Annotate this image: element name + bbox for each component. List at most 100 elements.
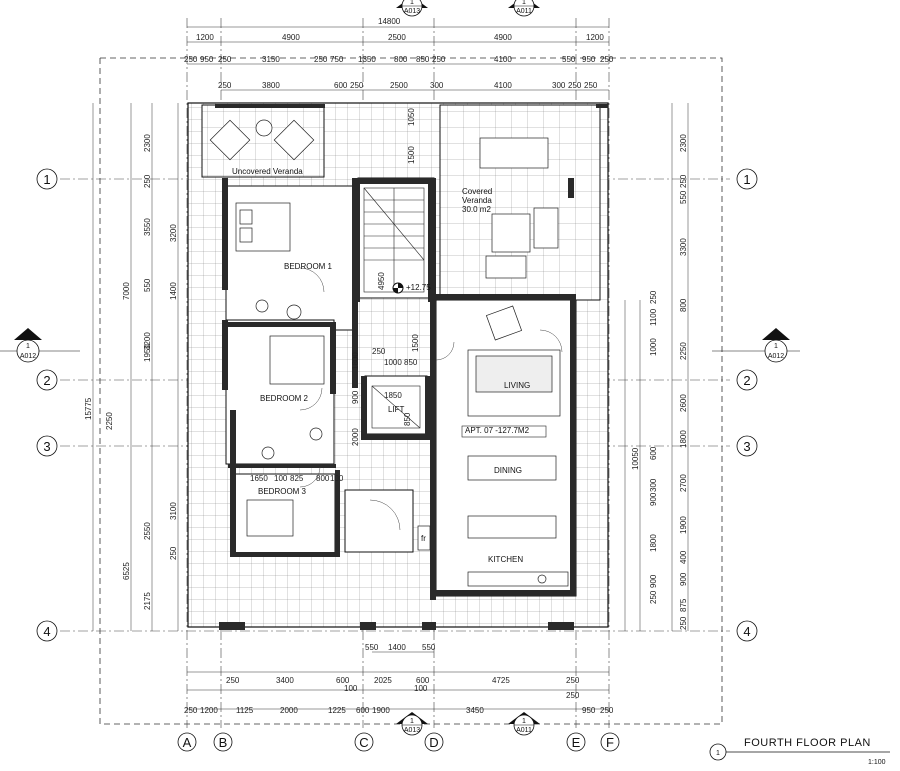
dim-overall-top: 14800 [378,17,401,26]
dim-right-i8: 250 [649,590,658,604]
grid-label-3-left: 3 [43,439,50,454]
dim-stair-2: 1500 [407,146,416,164]
section-marker-left: 1 A012 [0,328,80,363]
dim-right-o3: 3300 [679,238,688,256]
dim-top3-6: 4100 [494,81,512,90]
label-kitchen: KITCHEN [488,555,523,564]
dim-top2-12: 950 [582,55,596,64]
grid-bubble-E: E [566,732,586,752]
dim-right-o10: 400 [679,550,688,564]
dim-right-i3: 600 [649,446,658,460]
dim-int-9: 850 [403,412,412,426]
dim-bot3-2: 1125 [236,706,254,715]
dim-top2-4: 250 [314,55,328,64]
dimension-lines [92,26,689,710]
title-block: 1 FOURTH FLOOR PLAN 1:100 [709,737,890,766]
dim-int-2: 850 [404,358,418,367]
dim-right-o8: 2700 [679,474,688,492]
section-marker-right: 1 A012 [712,328,800,363]
grid-bubble-C: C [354,732,374,752]
level-marker [392,282,404,294]
dim-bot2-4: 600 [416,676,430,685]
dim-right-o9: 1900 [679,516,688,534]
dim-bot2b-0: 100 [344,684,358,693]
walls [215,104,608,630]
grid-label-2-left: 2 [43,373,50,388]
dim-bot2b-1: 100 [414,684,428,693]
dim-bot3-5: 600 [356,706,370,715]
dim-top2-7: 800 [394,55,408,64]
dim-left-i0: 3200 [169,224,178,242]
dim-right-i5: 900 [649,492,658,506]
drawing-scale: 1:100 [868,759,886,766]
dim-bot2-3: 2025 [374,676,392,685]
dim-top2-9: 250 [432,55,446,64]
grid-bubble-F: F [600,732,620,752]
dim-right-o4: 800 [679,298,688,312]
dim-int-0: 4950 [377,272,386,290]
dim-bot2b-2: 250 [566,691,580,700]
label-lift: LIFT [388,405,405,414]
dim-top3-2: 600 [334,81,348,90]
dim-top2-13: 250 [600,55,614,64]
grid-label-A: A [183,735,192,750]
dim-bed3-2: 825 [290,474,304,483]
site-boundary [99,57,723,725]
dim-left-m12: 2550 [143,522,152,540]
dim-bot3-7: 3450 [466,706,484,715]
section-right-num: 1 [774,343,778,350]
dim-int-4: 1500 [411,334,420,352]
dim-bot3-8: 950 [582,706,596,715]
dim-top-5: 1200 [586,33,604,42]
dim-left-o1: 3200 [143,332,152,350]
dims-interior: 4950 1000 850 250 1500 1850 1800 2000 90… [250,272,420,483]
interior-rooms [225,177,577,597]
dim-top2-1: 950 [200,55,214,64]
dims-top: 14800 1200 4900 2500 4900 1200 250 950 2… [184,17,614,164]
dim-left-m2: 3550 [143,218,152,236]
dim-top-4: 4900 [494,33,512,42]
section-left-num: 1 [26,343,30,350]
dim-bot1-0: 550 [365,643,379,652]
label-living: LIVING [504,381,530,390]
dim-top2-0: 250 [184,55,198,64]
dim-int-6: 1800 [351,352,360,370]
dim-int-8: 900 [351,390,360,404]
lift-shaft [371,385,421,429]
label-dining: DINING [494,466,522,475]
section-marker-top-left: 1 A013 [396,0,428,17]
section-bl-sheet: A013 [404,727,420,734]
section-marker-bottom-left: 1 A013 [396,712,428,736]
grid-label-2-right: 2 [743,373,750,388]
grid-label-3-right: 3 [743,439,750,454]
label-uncovered-veranda: Uncovered Veranda [232,167,303,176]
grid-bubble-B: B [213,732,233,752]
stair [363,187,425,293]
grid-row-bubbles: 1 1 2 2 3 3 4 4 [36,168,758,642]
dim-top3-9: 250 [584,81,598,90]
section-br-sheet: A011 [516,727,532,734]
dim-bot3-1: 1200 [200,706,218,715]
dim-bed3-0: 1650 [250,474,268,483]
grid-column-bubbles: A B C D E F [177,732,620,752]
dim-int-7: 2000 [351,428,360,446]
label-level: +12.75 [406,283,431,292]
dim-top2-5: 750 [330,55,344,64]
section-right-sheet: A012 [768,353,784,360]
grid-bubble-D: D [424,732,444,752]
dim-top-1: 1200 [196,33,214,42]
dim-bot2-5: 4725 [492,676,510,685]
dim-bot2-1: 3400 [276,676,294,685]
dim-right-o7: 1800 [679,430,688,448]
dim-top2-11: 550 [562,55,576,64]
dim-left-m3: 550 [143,278,152,292]
grid-label-D: D [429,735,438,750]
grid-bubble-A: A [177,732,197,752]
dim-bot3-3: 2000 [280,706,298,715]
drawing-title: FOURTH FLOOR PLAN [744,737,871,749]
dim-bot3-9: 250 [600,706,614,715]
grid-label-4-right: 4 [743,624,750,639]
section-marker-bottom-right: 1 A011 [508,712,540,736]
dim-bot1-2: 550 [422,643,436,652]
